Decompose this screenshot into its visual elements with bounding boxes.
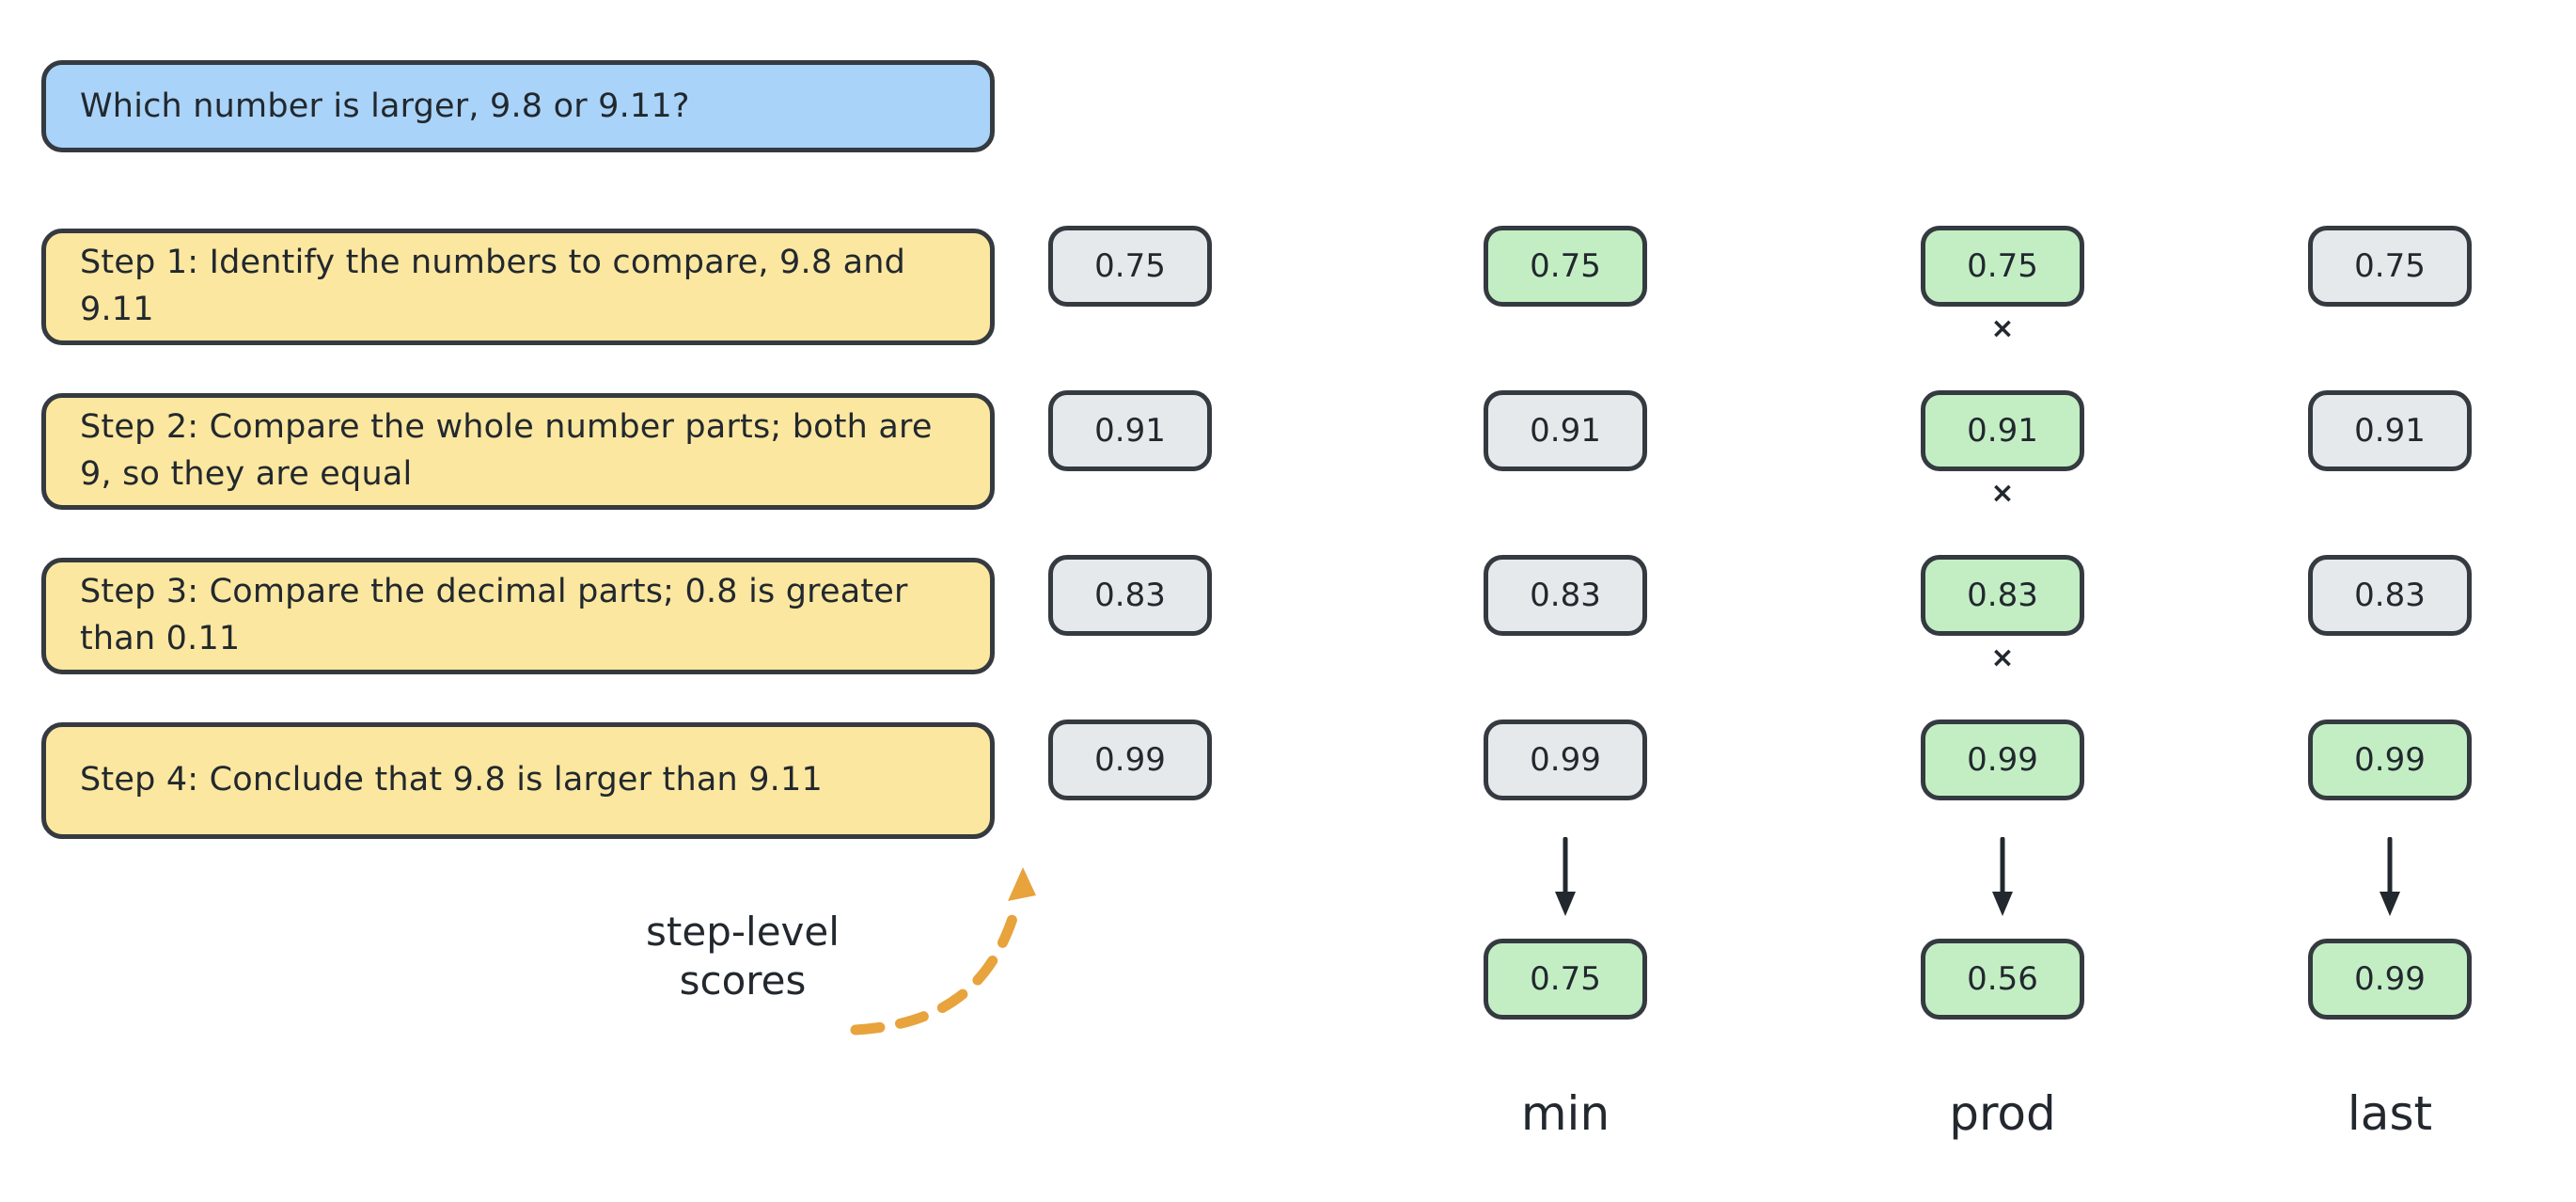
score-chip-last-step1: 0.75 [2308, 226, 2472, 307]
step-box-3: Step 3: Compare the decimal parts; 0.8 i… [41, 558, 995, 674]
aggregate-chip-last: 0.99 [2308, 939, 2472, 1020]
last-aggregate-arrow [2308, 836, 2472, 920]
step-box-2: Step 2: Compare the whole number parts; … [41, 393, 995, 510]
prompt-text: Which number is larger, 9.8 or 9.11? [80, 87, 690, 125]
score-chip-prod-step3: 0.83 [1921, 555, 2084, 636]
step-text-3: Step 3: Compare the decimal parts; 0.8 i… [80, 573, 908, 657]
score-chip-raw-step3: 0.83 [1048, 555, 1212, 636]
aggregate-label-min: min [1520, 1086, 1610, 1141]
annotation-step-level-scores: step-level scores [602, 908, 884, 1005]
annotation-line-1: step-level [646, 909, 840, 955]
step-text-2: Step 2: Compare the whole number parts; … [80, 408, 933, 493]
step-text-4: Step 4: Conclude that 9.8 is larger than… [80, 761, 823, 799]
score-chip-prod-step2: 0.91 [1921, 390, 2084, 471]
aggregate-chip-prod: 0.56 [1921, 939, 2084, 1020]
multiply-operator-2: × [1990, 477, 2015, 510]
score-chip-min-step1: 0.75 [1484, 226, 1647, 307]
score-chip-raw-step2: 0.91 [1048, 390, 1212, 471]
annotation-curved-arrow-icon [846, 846, 1109, 1063]
aggregate-label-prod: prod [1949, 1086, 2056, 1141]
min-aggregate-arrow [1484, 836, 1647, 920]
score-chip-min-step3: 0.83 [1484, 555, 1647, 636]
score-chip-min-step4: 0.99 [1484, 720, 1647, 800]
score-chip-last-step2: 0.91 [2308, 390, 2472, 471]
score-chip-last-step3: 0.83 [2308, 555, 2472, 636]
score-chip-last-step4: 0.99 [2308, 720, 2472, 800]
aggregate-label-last: last [2347, 1086, 2433, 1141]
annotation-line-2: scores [679, 957, 807, 1004]
score-chip-min-step2: 0.91 [1484, 390, 1647, 471]
multiply-operator-3: × [1990, 641, 2015, 674]
step-text-1: Step 1: Identify the numbers to compare,… [80, 244, 906, 328]
prompt-box: Which number is larger, 9.8 or 9.11? [41, 60, 995, 152]
prod-aggregate-arrow [1921, 836, 2084, 920]
score-chip-prod-step4: 0.99 [1921, 720, 2084, 800]
step-box-4: Step 4: Conclude that 9.8 is larger than… [41, 722, 995, 839]
score-chip-prod-step1: 0.75 [1921, 226, 2084, 307]
score-chip-raw-step1: 0.75 [1048, 226, 1212, 307]
score-chip-raw-step4: 0.99 [1048, 720, 1212, 800]
step-box-1: Step 1: Identify the numbers to compare,… [41, 229, 995, 345]
aggregate-chip-min: 0.75 [1484, 939, 1647, 1020]
multiply-operator-1: × [1990, 312, 2015, 345]
